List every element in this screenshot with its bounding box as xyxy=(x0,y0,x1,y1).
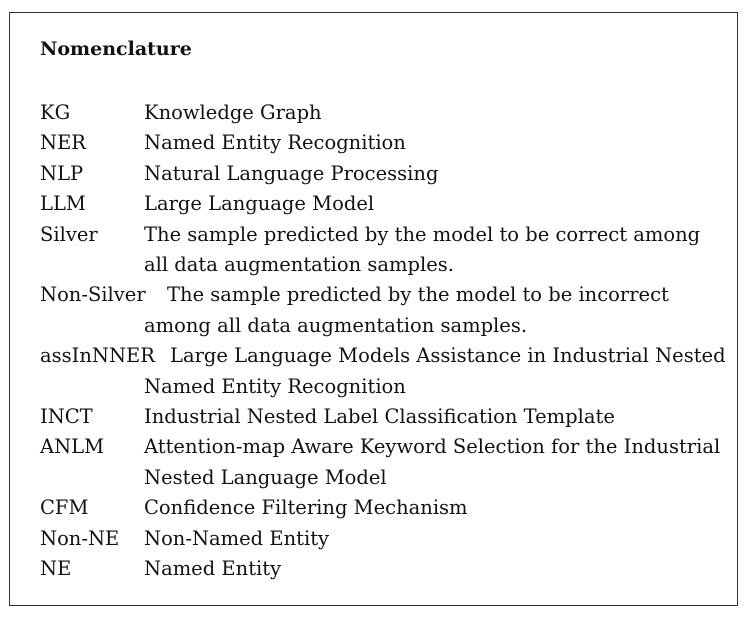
entry-abbreviation: ANLM xyxy=(40,435,105,459)
entry-definition: Industrial Nested Label Classification T… xyxy=(144,405,615,429)
nomenclature-entry: CFM Confidence Filtering Mechanism xyxy=(40,493,730,523)
nomenclature-entry: Non-NE Non-Named Entity xyxy=(40,524,730,554)
entry-definition: Attention-map Aware Keyword Selection fo… xyxy=(144,435,721,489)
nomenclature-entry: LLM Large Language Model xyxy=(40,189,730,219)
entry-abbreviation: INCT xyxy=(40,405,93,429)
entry-abbreviation: NER xyxy=(40,131,86,155)
nomenclature-list: KG Knowledge Graph NER Named Entity Reco… xyxy=(40,98,730,585)
nomenclature-box: Nomenclature KG Knowledge Graph NER Name… xyxy=(9,12,738,606)
entry-definition: Named Entity Recognition xyxy=(144,131,406,155)
entry-definition: The sample predicted by the model to be … xyxy=(144,283,669,337)
entry-definition: Natural Language Processing xyxy=(144,161,439,185)
nomenclature-entry: INCT Industrial Nested Label Classificat… xyxy=(40,402,730,432)
entry-abbreviation: KG xyxy=(40,101,71,124)
entry-abbreviation: NE xyxy=(40,557,72,581)
entry-abbreviation: Non-Silver xyxy=(40,283,146,307)
nomenclature-title: Nomenclature xyxy=(40,38,192,60)
entry-abbreviation: Non-NE xyxy=(40,526,120,550)
entry-abbreviation: Silver xyxy=(40,222,98,246)
entry-definition: Named Entity xyxy=(144,557,282,581)
nomenclature-entry: NLP Natural Language Processing xyxy=(40,159,730,189)
entry-abbreviation: assInNNER xyxy=(40,344,155,368)
nomenclature-entry: ANLM Attention-map Aware Keyword Selecti… xyxy=(40,432,730,493)
entry-definition: Knowledge Graph xyxy=(144,101,322,124)
nomenclature-entry: NER Named Entity Recognition xyxy=(40,128,730,158)
entry-definition: Large Language Model xyxy=(144,192,375,216)
entry-abbreviation: NLP xyxy=(40,161,84,185)
nomenclature-entry: NE Named Entity xyxy=(40,554,730,584)
nomenclature-entry: KG Knowledge Graph xyxy=(40,98,730,128)
entry-definition: Large Language Models Assistance in Indu… xyxy=(144,344,726,398)
entry-definition: Confidence Filtering Mechanism xyxy=(144,496,468,520)
entry-definition: Non-Named Entity xyxy=(144,526,330,550)
entry-abbreviation: CFM xyxy=(40,496,89,520)
entry-definition: The sample predicted by the model to be … xyxy=(144,222,701,277)
nomenclature-entry: Silver The sample predicted by the model… xyxy=(40,220,730,281)
entry-abbreviation: LLM xyxy=(40,192,86,216)
nomenclature-entry: assInNNER Large Language Models Assistan… xyxy=(40,341,730,402)
nomenclature-entry: Non-Silver The sample predicted by the m… xyxy=(40,280,730,341)
